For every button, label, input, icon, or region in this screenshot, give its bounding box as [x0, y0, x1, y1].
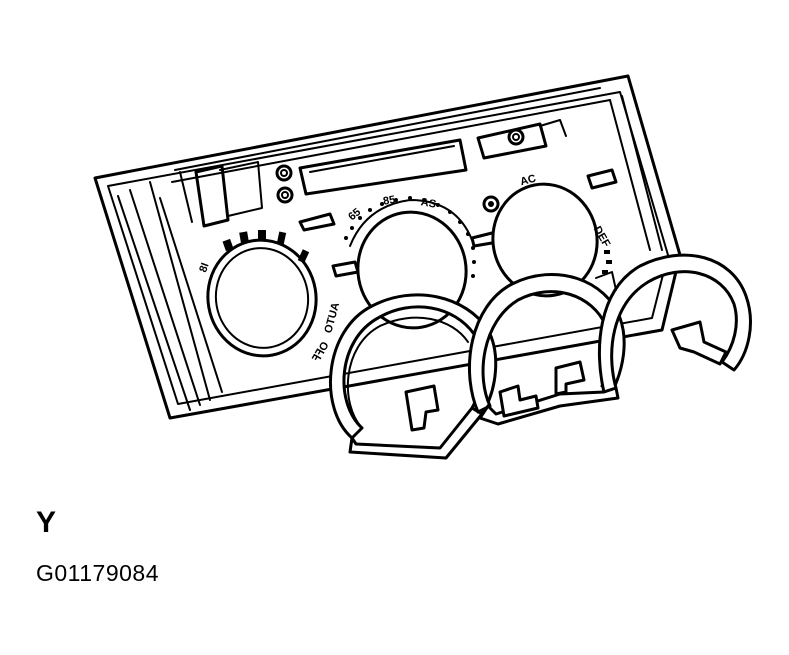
auto-mode-label: OTUA — [322, 301, 342, 334]
fan-scale-label: 8I — [197, 261, 211, 274]
figure-id: G01179084 — [36, 560, 160, 586]
mode-mark-ac: AC — [519, 173, 538, 189]
fan-speed-dial: 8I ꟻꟻO OTUA — [197, 230, 342, 364]
climate-control-panel-diagram: 8I ꟻꟻO OTUA 85 AS 65 — [93, 74, 752, 460]
panel-housing — [93, 74, 682, 420]
temp-mark-2: AS — [420, 196, 437, 210]
view-label: Y — [36, 506, 57, 539]
temp-mark-3: 65 — [346, 206, 363, 223]
temperature-scale-ticks — [344, 196, 476, 278]
mode-dial: AC DEF — [482, 173, 612, 298]
temp-mark-1: 85 — [382, 194, 396, 208]
bezel-ring-right — [467, 253, 752, 426]
fan-lo-label: ꟻꟻO — [311, 339, 332, 364]
